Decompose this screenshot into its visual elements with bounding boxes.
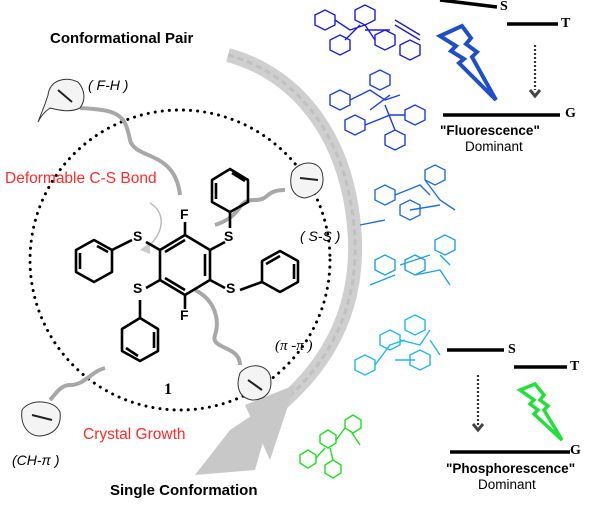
crystal-structure-3	[359, 164, 456, 226]
compound-number: 1	[164, 381, 172, 398]
level-s-line	[439, 0, 498, 9]
fist-icon-ss	[290, 162, 324, 199]
central-benzene-ring	[158, 233, 212, 297]
conformational-pair-title: Conformational Pair	[50, 30, 194, 47]
atom-s-upper-left: S	[133, 228, 143, 244]
crystal-structure-2	[329, 69, 426, 151]
interaction-label-pi-pi: (π -π )	[275, 338, 313, 354]
energy-diagram-fluorescence	[435, 0, 560, 117]
fist-icon-fh	[37, 78, 85, 123]
interaction-label-ch-pi: (CH-π )	[12, 452, 60, 468]
ribbons	[48, 106, 286, 402]
level-g-label: G	[570, 443, 581, 458]
crystal-structure-4	[369, 234, 456, 286]
phenyl-ring-right	[260, 249, 300, 294]
fluorescence-label: "Fluorescence"	[440, 123, 540, 138]
deformable-bond-label: Deformable C-S Bond	[5, 170, 157, 187]
level-g-label: G	[565, 106, 576, 121]
fist-icon-pipi	[237, 365, 272, 401]
crystal-structure-6	[299, 414, 362, 479]
atom-f-top: F	[180, 206, 189, 222]
phosphorescence-status: Dominant	[478, 477, 536, 492]
level-t-label: T	[570, 359, 580, 374]
level-s-label: S	[500, 0, 508, 14]
interaction-label-f-h: ( F-H )	[88, 77, 129, 93]
molecule-1	[74, 167, 300, 363]
atom-s-upper-right: S	[224, 228, 234, 244]
deformation-arrow	[144, 202, 162, 249]
crystal-growth-arrow	[195, 48, 363, 475]
crystal-structures	[299, 4, 456, 479]
fist-icon-chpi	[21, 401, 61, 437]
single-conformation-title: Single Conformation	[110, 482, 258, 499]
lightning-bolt-icon	[516, 381, 564, 442]
phenyl-ring-bottom	[120, 316, 160, 363]
fist-icons	[21, 78, 324, 437]
interaction-label-s-s: ( S-S )	[300, 228, 341, 244]
nonradiative-arrowhead	[528, 89, 542, 99]
crystal-structure-5	[354, 314, 441, 376]
phosphorescence-label: "Phosphorescence"	[446, 461, 576, 476]
atom-s-lower-left: S	[133, 280, 143, 296]
level-t-label: T	[561, 16, 571, 31]
atom-s-lower-right: S	[226, 280, 236, 296]
nonradiative-arrowhead	[471, 423, 485, 433]
level-s-label: S	[508, 342, 516, 357]
crystal-structure-1	[314, 4, 421, 61]
dotted-boundary-circle	[28, 108, 332, 412]
phenyl-ring-top	[210, 167, 250, 214]
energy-diagram-phosphorescence	[447, 348, 570, 454]
atom-f-bottom: F	[180, 307, 189, 323]
lightning-bolt-icon	[435, 23, 498, 102]
phenyl-ring-left	[74, 238, 114, 284]
crystal-growth-label: Crystal Growth	[83, 426, 186, 443]
fluorescence-status: Dominant	[465, 139, 523, 154]
